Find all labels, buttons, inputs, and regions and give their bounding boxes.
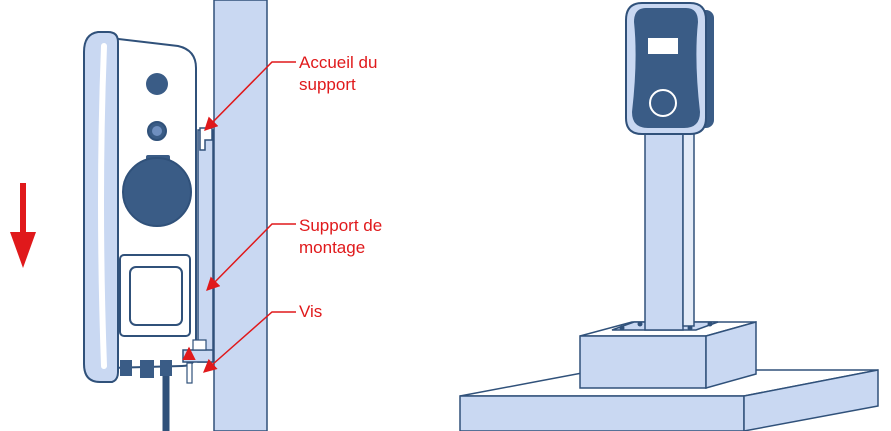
label-bracket: Support de montage [299, 215, 382, 259]
mounting-bracket [197, 129, 214, 363]
wall-mount-view [10, 0, 296, 431]
label-screw-line1: Vis [299, 302, 323, 321]
label-cradle: Accueil du support [299, 52, 377, 96]
floor-slab [459, 395, 745, 431]
leader-screw [202, 311, 296, 373]
pedestal-view [459, 2, 879, 431]
charger-socket-icon [649, 89, 677, 117]
pedestal-pole [644, 129, 684, 331]
concrete-base [579, 335, 707, 389]
charger-display [648, 38, 678, 54]
socket-icon [122, 157, 192, 227]
label-bracket-line2: montage [299, 238, 366, 257]
status-led [146, 73, 168, 95]
label-cradle-line1: Accueil du [299, 53, 378, 72]
screw [186, 362, 193, 384]
label-cradle-line2: support [299, 75, 356, 94]
leader-bracket [206, 223, 296, 291]
label-screw: Vis [299, 301, 322, 323]
label-bracket-line1: Support de [299, 216, 383, 235]
leader-cradle [204, 61, 296, 131]
wall [213, 0, 268, 431]
arrow-down-icon [10, 183, 36, 268]
